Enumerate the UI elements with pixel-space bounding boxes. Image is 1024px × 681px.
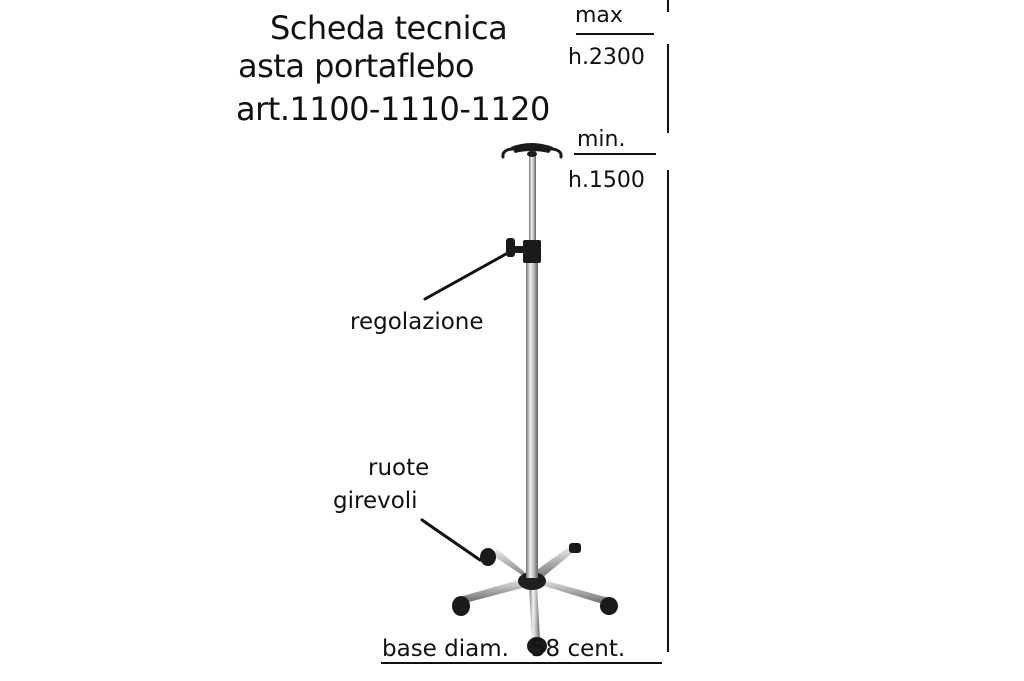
dimension-lines (381, 0, 669, 664)
casters (452, 543, 618, 655)
base-hub (518, 572, 546, 590)
min-height-value: h.1500 (568, 168, 645, 193)
ruote-label: ruote (368, 455, 430, 481)
leg-front-right (537, 578, 609, 605)
caster-front-center (527, 637, 547, 655)
title-line-2: asta portaflebo (238, 47, 475, 85)
regolazione-leader (423, 252, 508, 301)
leg-front-left (463, 578, 530, 603)
adjustment-knob (506, 238, 541, 263)
collar (523, 240, 541, 263)
leader-lines (420, 252, 508, 562)
title-line-1: Scheda tecnica (270, 9, 508, 47)
max-label: max (575, 3, 623, 28)
hook-head (501, 143, 563, 159)
girevoli-label: girevoli (333, 488, 418, 514)
regolazione-label: regolazione (350, 309, 484, 335)
caster-back-right (569, 543, 581, 553)
ruote-leader (420, 518, 482, 562)
caster-back-left (480, 548, 496, 566)
lower-pole (526, 255, 538, 578)
hook-right (550, 147, 563, 159)
upper-pole (529, 150, 536, 250)
hook-left (501, 147, 514, 159)
knob-head (506, 238, 515, 257)
min-label: min. (577, 127, 626, 152)
title-line-3: art.1100-1110-1120 (236, 90, 550, 128)
max-height-value: h.2300 (568, 45, 645, 70)
knob-stem (513, 246, 525, 253)
caster-front-left (452, 596, 470, 616)
base-diameter-label: base diam. 58 cent. (382, 636, 626, 662)
leg-front-center (529, 585, 540, 640)
leg-back-right (530, 546, 575, 582)
caster-front-right (600, 597, 618, 615)
hook-body (511, 143, 553, 153)
hook-center (527, 151, 537, 157)
